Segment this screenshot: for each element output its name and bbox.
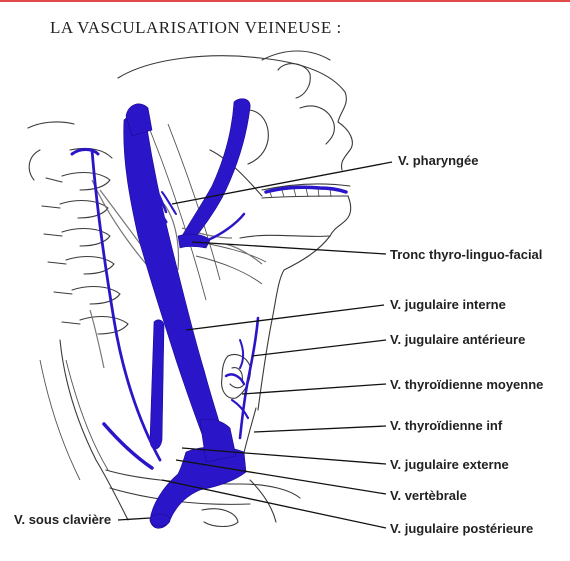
page-title: La vascularisation veineuse : (50, 18, 342, 37)
leader-lines (117, 161, 393, 529)
small-veins (70, 116, 348, 470)
top-accent-line (0, 0, 570, 2)
pharyngeal-vein (148, 174, 168, 214)
label-posterior-jugular-vein: V. jugulaire postérieure (390, 521, 534, 536)
label-middle-thyroid-vein: V. thyroïdienne moyenne (390, 377, 544, 392)
label-vertebral-vein: V. vertèbrale (390, 488, 467, 503)
label-internal-jugular-vein: V. jugulaire interne (390, 297, 506, 312)
vertebral-vein (90, 148, 162, 462)
label-subclavian-vein: V. sous clavière (14, 512, 112, 527)
posterior-jugular-vein (102, 422, 154, 470)
label-anterior-jugular-vein: V. jugulaire antérieure (390, 332, 526, 347)
internal-jugular-vein (123, 113, 229, 461)
label-thyro-linguo-facial-trunk: Tronc thyro-linguo-facial (390, 247, 543, 262)
external-jugular-vein (149, 319, 165, 450)
thyro-linguo-facial-trunk (177, 233, 211, 249)
label-inferior-thyroid-vein: V. thyroïdienne inf (390, 418, 503, 433)
anatomy-sketch (27, 50, 353, 528)
retromandibular-vein (181, 98, 251, 245)
label-external-jugular-vein: V. jugulaire externe (390, 457, 509, 472)
label-pharyngeal-vein: V. pharyngée (398, 153, 479, 168)
anterior-jugular-vein (238, 316, 260, 440)
vein-network (123, 98, 251, 529)
